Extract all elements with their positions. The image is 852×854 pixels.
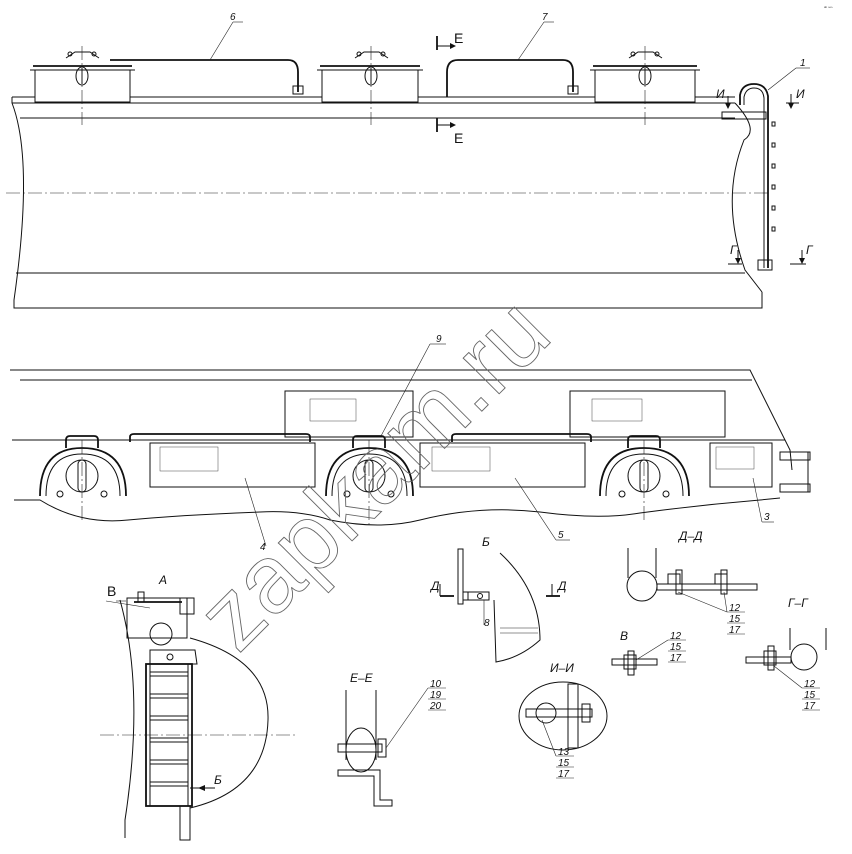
view-ii: И–И 13 15 17: [518, 661, 608, 780]
section-g-marks: Г Г: [728, 243, 814, 265]
v-stack-1: 12: [670, 631, 682, 642]
view-gg-title: Г–Г: [788, 596, 809, 610]
corner-note: ᵃᵇ ⁿⁿⁿ: [824, 5, 833, 10]
callout-1: 1: [800, 58, 806, 69]
view-b-title: Б: [482, 535, 490, 549]
callout-8: 8: [484, 618, 490, 629]
top-view: Е Е И И Г Г 6 7 1: [6, 12, 814, 309]
view-b: Б 8 Д Д: [429, 535, 567, 663]
dd-stack-2: 15: [729, 614, 741, 625]
side-view: 4 5 3 9: [10, 334, 811, 553]
callout-3: 3: [764, 512, 770, 523]
ladder-1: [721, 83, 776, 271]
ii-stack-2: 15: [558, 758, 570, 769]
handrail-7: [446, 59, 574, 97]
gg-stack-2: 15: [804, 690, 816, 701]
callout-9: 9: [436, 334, 442, 345]
ee-stack-1: 10: [430, 679, 442, 690]
mark-g-left: Г: [730, 243, 738, 257]
ee-stack-2: 19: [430, 690, 442, 701]
callout-7: 7: [542, 12, 548, 23]
v-stack-2: 15: [670, 642, 682, 653]
wheel-1: [39, 435, 127, 498]
dd-stack-3: 17: [729, 625, 741, 636]
ee-stack-3: 20: [429, 701, 442, 712]
watermark: zapkam.ru: [177, 277, 570, 670]
mark-i-right: И: [796, 87, 805, 101]
mark-e-top: Е: [454, 30, 463, 46]
hatch-1: [30, 46, 135, 125]
view-v-title: В: [620, 629, 628, 643]
view-gg: Г–Г 12 15 17: [745, 596, 827, 712]
mark-b-view-a: Б: [214, 773, 222, 787]
view-v: В 12 15 17: [611, 629, 686, 676]
callout-5: 5: [558, 530, 564, 541]
hatch-3: [590, 46, 700, 125]
view-a-title: А: [158, 573, 167, 587]
view-ii-title: И–И: [550, 661, 574, 675]
mark-v-big: В: [107, 583, 116, 599]
callout-6: 6: [230, 12, 236, 23]
hatch-2: [317, 46, 423, 125]
ii-stack-3: 17: [558, 769, 570, 780]
dd-stack-1: 12: [729, 603, 741, 614]
handrail-6: [110, 59, 299, 92]
mark-d-right: Д: [556, 579, 567, 593]
v-stack-3: 17: [670, 653, 682, 664]
view-dd-title: Д–Д: [677, 529, 703, 543]
mark-d-left: Д: [429, 579, 440, 593]
gg-stack-3: 17: [804, 701, 816, 712]
section-e-marks: Е Е: [436, 30, 463, 146]
wheel-3: [599, 435, 690, 498]
view-ee: Е–Е 10 19 20: [337, 671, 446, 807]
mark-i-left: И: [716, 87, 725, 101]
view-a: А В Б: [100, 573, 295, 841]
mark-g-right: Г: [806, 243, 814, 257]
view-ee-title: Е–Е: [350, 671, 374, 685]
mark-e-bottom: Е: [454, 130, 463, 146]
callout-4: 4: [260, 542, 266, 553]
view-dd: Д–Д 12 15 17: [626, 529, 758, 636]
section-i-marks: И И: [716, 87, 805, 109]
ii-stack-1: 13: [558, 747, 570, 758]
gg-stack-1: 12: [804, 679, 816, 690]
